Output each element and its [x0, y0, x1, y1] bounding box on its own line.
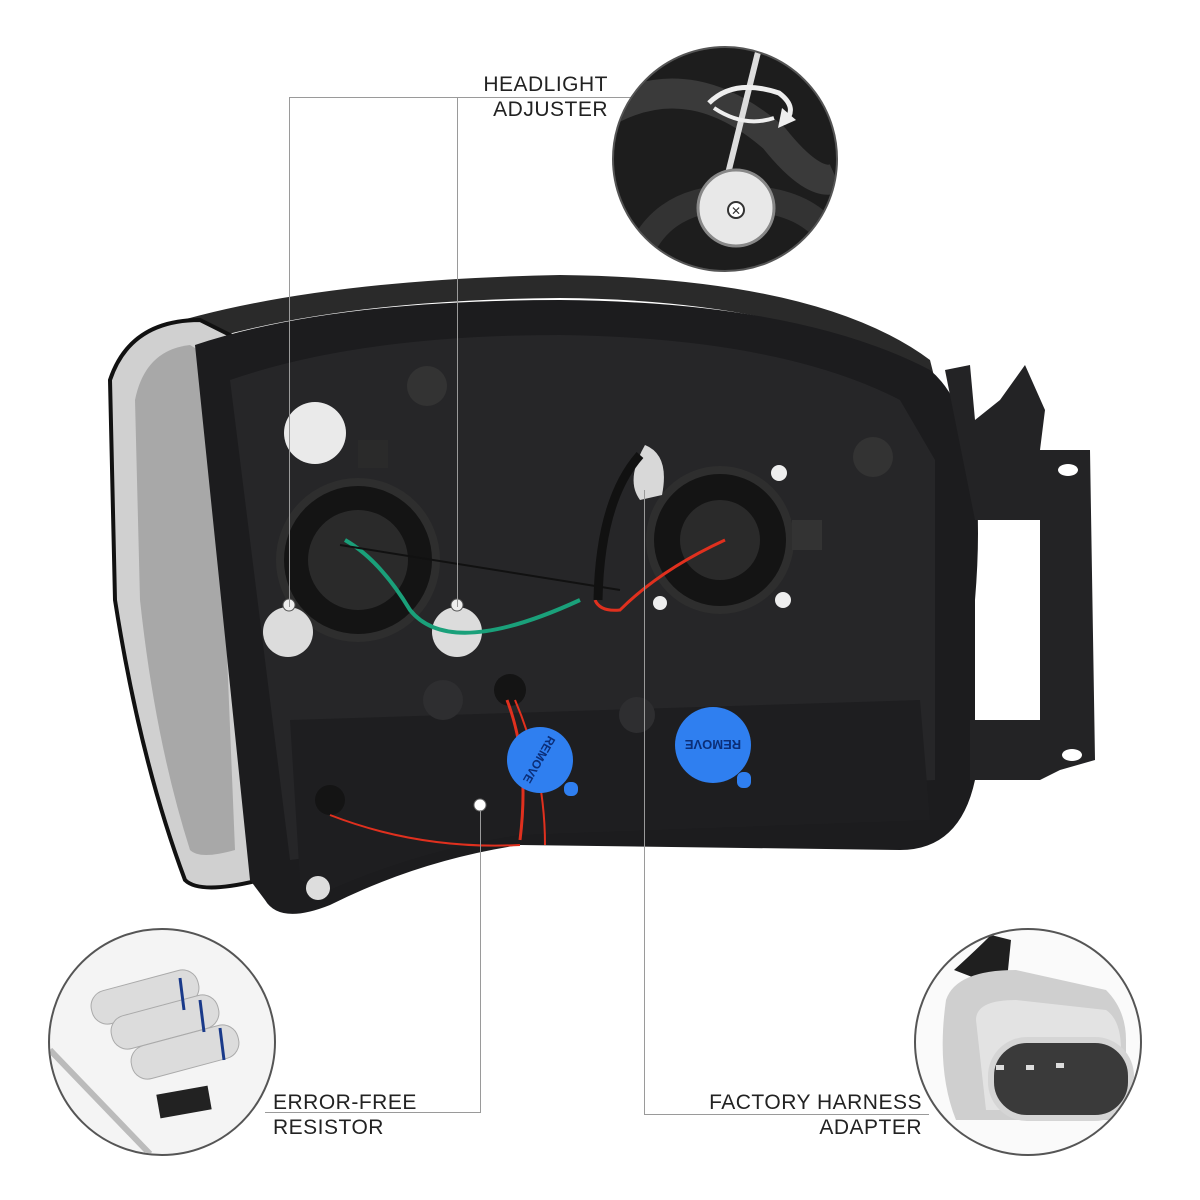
svg-text:✕: ✕: [731, 204, 741, 218]
leader-line-harness-vertical: [644, 490, 645, 1115]
error-free-resistor-detail-image: [48, 928, 276, 1156]
remove-cap-left: REMOVE: [507, 727, 578, 796]
leader-line-adjuster-horizontal: [289, 97, 639, 98]
svg-text:REMOVE: REMOVE: [685, 737, 742, 752]
factory-harness-adapter-line2: ADAPTER: [819, 1116, 922, 1139]
error-free-resistor-line1: ERROR-FREE: [273, 1091, 417, 1114]
factory-harness-adapter-detail-image: [914, 928, 1142, 1156]
factory-harness-adapter-line1: FACTORY HARNESS: [709, 1091, 922, 1114]
callout-headlight-adjuster-label: HEADLIGHT ADJUSTER: [440, 72, 608, 122]
callout-error-free-resistor-label: ERROR-FREE RESISTOR: [273, 1090, 417, 1140]
headlight-adjuster-line1: HEADLIGHT: [483, 73, 608, 96]
headlight-adjuster-line2: ADJUSTER: [493, 98, 608, 121]
rotate-arrow-icon: [707, 84, 796, 128]
leader-line-resistor-vertical: [480, 810, 481, 1112]
headlight-adjuster-detail-image: ✕: [612, 46, 838, 272]
remove-cap-right: REMOVE: [675, 707, 751, 788]
leader-line-resistor-horizontal: [265, 1112, 481, 1113]
leader-line-harness-horizontal: [644, 1114, 929, 1115]
callout-factory-harness-adapter-label: FACTORY HARNESS ADAPTER: [680, 1090, 922, 1140]
leader-line-adjuster-left: [289, 97, 290, 607]
leader-line-adjuster-right: [457, 97, 458, 607]
error-free-resistor-line2: RESISTOR: [273, 1116, 384, 1139]
